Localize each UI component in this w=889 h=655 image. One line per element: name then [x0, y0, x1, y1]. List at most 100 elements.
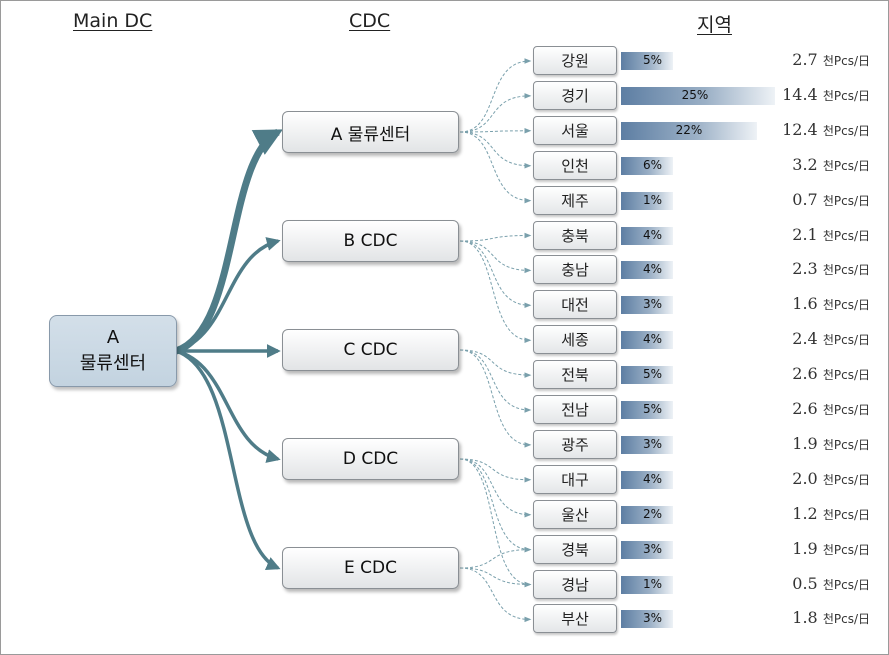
cdc-region-link [459, 58, 532, 133]
region-node: 충남 [533, 255, 617, 285]
cdc-region-link [459, 128, 532, 134]
region-node: 전남 [533, 395, 617, 424]
volume-value: 2.6 천Pcs/日 [760, 364, 870, 383]
share-bar [621, 296, 673, 315]
region-node: 서울 [533, 115, 617, 145]
share-bar [621, 435, 673, 454]
cdc-node-c: C CDC [282, 329, 459, 371]
cdc-region-link [459, 458, 532, 553]
volume-value: 1.6 천Pcs/日 [760, 294, 870, 313]
share-percent-label: 25% [681, 87, 709, 102]
volume-number: 1.2 [792, 503, 818, 523]
volume-unit: 천Pcs/日 [822, 507, 870, 522]
cdc-region-link [459, 349, 532, 413]
main-dc-node: A 물류센터 [49, 315, 177, 387]
volume-number: 2.6 [792, 399, 818, 418]
volume-unit: 천Pcs/日 [822, 403, 870, 417]
volume-value: 0.5 천Pcs/日 [760, 574, 870, 593]
cdc-region-link [459, 93, 532, 133]
volume-value: 2.1 천Pcs/日 [760, 225, 870, 244]
volume-value: 1.9 천Pcs/日 [760, 539, 870, 558]
arrow-main-to-e [175, 349, 281, 570]
share-percent-label: 4% [642, 471, 663, 486]
header-region: 지역 [697, 14, 732, 36]
cdc-node-b: B CDC [282, 220, 459, 262]
volume-unit: 천Pcs/日 [822, 88, 870, 103]
share-bar [621, 505, 673, 524]
region-node: 제주 [533, 185, 617, 215]
volume-number: 2.4 [792, 329, 818, 349]
share-percent-label: 4% [642, 227, 663, 242]
region-node: 대구 [533, 464, 617, 494]
header-cdc: CDC [349, 10, 391, 32]
region-node: 전북 [533, 360, 617, 390]
share-bar [621, 226, 673, 245]
volume-number: 14.4 [782, 84, 818, 104]
share-percent-label: 5% [642, 402, 663, 416]
volume-unit: 천Pcs/日 [822, 158, 870, 173]
volume-unit: 천Pcs/日 [822, 333, 870, 348]
share-percent-label: 3% [642, 436, 663, 451]
cdc-region-link [459, 567, 532, 623]
cdc-region-link [459, 546, 532, 569]
region-node: 세종 [533, 325, 617, 355]
volume-unit: 천Pcs/日 [822, 228, 870, 243]
cdc-region-link [459, 458, 532, 588]
share-bar [621, 331, 673, 350]
volume-number: 12.4 [782, 119, 818, 139]
region-node: 경기 [533, 80, 617, 110]
volume-number: 1.6 [792, 294, 818, 314]
volume-unit: 천Pcs/日 [822, 54, 870, 68]
volume-value: 2.7 천Pcs/日 [760, 50, 870, 69]
volume-value: 1.2 천Pcs/日 [760, 504, 870, 523]
cdc-region-link [459, 349, 532, 378]
region-node: 울산 [533, 499, 617, 529]
region-node: 경남 [533, 569, 617, 599]
volume-unit: 천Pcs/日 [822, 263, 870, 278]
share-bar [621, 261, 673, 280]
share-bar [621, 86, 775, 105]
volume-unit: 천Pcs/日 [822, 577, 870, 592]
cdc-region-link [459, 240, 532, 309]
share-bar [621, 470, 673, 489]
share-bar [621, 121, 757, 140]
volume-unit: 천Pcs/日 [822, 612, 870, 627]
volume-value: 12.4 천Pcs/日 [760, 120, 870, 139]
volume-value: 1.9 천Pcs/日 [760, 434, 870, 453]
cdc-node-d: D CDC [282, 438, 459, 480]
share-percent-label: 1% [642, 576, 663, 591]
arrow-main-to-d [175, 349, 281, 463]
volume-unit: 천Pcs/日 [822, 472, 870, 487]
region-node: 강원 [533, 46, 617, 75]
share-percent-label: 2% [642, 506, 663, 521]
region-node: 대전 [533, 290, 617, 320]
cdc-region-link [459, 458, 532, 483]
share-percent-label: 3% [642, 297, 663, 312]
share-bar [621, 540, 673, 559]
share-percent-label: 5% [642, 53, 663, 67]
volume-unit: 천Pcs/日 [822, 437, 870, 452]
volume-value: 2.6 천Pcs/日 [760, 399, 870, 418]
cdc-node-a: A 물류센터 [282, 111, 459, 153]
cdc-region-link [459, 240, 532, 274]
volume-number: 3.2 [792, 154, 818, 174]
share-bar [621, 52, 673, 70]
share-percent-label: 4% [642, 262, 663, 277]
volume-value: 0.7 천Pcs/日 [760, 190, 870, 209]
share-bar [621, 366, 673, 385]
share-bar [621, 191, 673, 210]
volume-number: 2.0 [792, 468, 818, 488]
main-dc-line2: 물류센터 [79, 353, 147, 374]
volume-value: 2.3 천Pcs/日 [760, 259, 870, 278]
region-node: 인천 [533, 150, 617, 180]
volume-value: 2.0 천Pcs/日 [760, 469, 870, 488]
share-percent-label: 6% [642, 157, 663, 172]
cdc-node-e: E CDC [282, 547, 459, 589]
volume-unit: 천Pcs/日 [822, 368, 870, 383]
region-node: 부산 [533, 604, 617, 634]
volume-number: 2.1 [792, 224, 818, 244]
share-percent-label: 22% [675, 122, 703, 137]
volume-unit: 천Pcs/日 [822, 123, 870, 138]
volume-number: 0.7 [792, 189, 818, 209]
volume-unit: 천Pcs/日 [822, 298, 870, 313]
